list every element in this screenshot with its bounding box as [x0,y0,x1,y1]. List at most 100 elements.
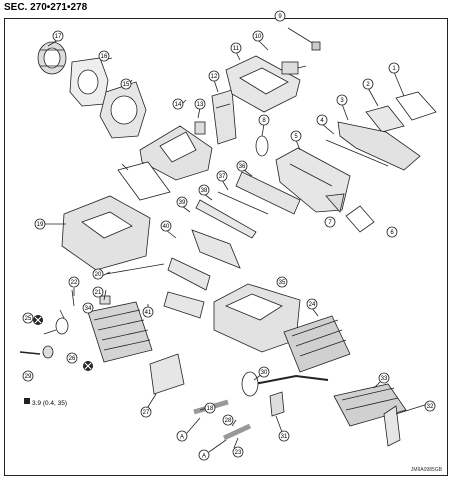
callout-circle [222,414,234,426]
callout-number: 2 [366,82,370,88]
callout-23: 23 [232,446,244,458]
callout-number: 37 [219,174,226,180]
callout-circle [336,94,348,106]
clamp-part [42,345,54,359]
callout-17: 17 [52,30,64,42]
callout-circle [378,372,390,384]
callout-number: 17 [55,34,62,40]
callout-circle [278,430,290,442]
heater-core-part [333,383,407,427]
callout-number: 27 [143,410,150,416]
callout-14: 14 [172,98,184,110]
callout-25: 25 [22,312,34,324]
callout-24: 24 [306,298,318,310]
callout-11: 11 [230,42,242,54]
callout-circle [316,114,328,126]
link-rod-part [105,263,165,275]
upper-housing-part [225,55,301,113]
callout-circle [236,160,248,172]
callout-circle [276,276,288,288]
callout-number: 19 [37,222,44,228]
connection-marker-a-2: A [198,439,227,461]
callout-number: 8 [262,118,266,124]
clamp-ring-part [55,317,69,335]
callout-number: 28 [225,418,232,424]
callout-circle [324,216,336,228]
callout-circle [258,366,270,378]
pipe-flange-part [241,371,259,397]
callout-circle [252,30,264,42]
callout-circle [274,10,286,22]
callout-number: 40 [163,224,170,230]
callout-22: 22 [68,276,80,288]
connection-mark-label: A [202,454,206,460]
callout-12: 12 [208,70,220,82]
image-code: JMIIA0985GB [410,467,442,473]
callout-32: 32 [424,400,436,412]
callout-circle [68,276,80,288]
callout-19: 19 [34,218,46,230]
callout-circle [98,50,110,62]
connector-part [99,295,111,305]
blower-case-upper-part [69,57,109,107]
do-not-reuse-icon [33,315,43,325]
callout-circle [388,62,400,74]
callout-number: 12 [211,74,218,80]
callout-number: 30 [261,370,268,376]
callout-circle [66,352,78,364]
callout-31: 31 [278,430,290,442]
callout-number: 31 [281,434,288,440]
callout-circle [194,98,206,110]
callout-2: 2 [362,78,374,90]
callout-circle [92,268,104,280]
callout-circle [230,42,242,54]
cable-part [217,191,269,215]
connection-marker-a-1: A [176,417,201,442]
blower-case-lower-part [99,81,147,139]
callout-number: 14 [175,102,182,108]
callout-number: 5 [294,134,298,140]
lower-door-part [163,291,205,319]
callout-36: 36 [236,160,248,172]
callout-circle [92,286,104,298]
callout-34: 34 [82,302,94,314]
callout-15: 15 [120,78,132,90]
callout-29: 29 [22,370,34,382]
link-part [325,193,345,213]
callout-number: 24 [309,302,316,308]
callout-37: 37 [216,170,228,182]
callout-circle [386,226,398,238]
callout-number: 34 [85,306,92,312]
callout-number: 22 [71,280,78,286]
callout-number: 18 [207,406,214,412]
left-heater-core-part [87,301,153,363]
callout-circle [306,298,318,310]
callout-30: 30 [258,366,270,378]
callout-5: 5 [290,130,302,142]
do-not-reuse-icon [83,361,93,371]
connection-mark-label: A [180,435,184,441]
callout-circle [176,196,188,208]
callout-39: 39 [176,196,188,208]
callout-40: 40 [160,220,172,232]
callout-circle [34,218,46,230]
pipe-part [243,374,329,387]
callout-number: 39 [179,200,186,206]
door-part [167,257,211,291]
foot-duct-part [149,353,185,395]
callout-number: 4 [320,118,324,124]
callout-4: 4 [316,114,328,126]
callout-circle [198,184,210,196]
callout-26: 26 [66,352,78,364]
filter-tray-part [117,161,171,201]
diagram-frame [4,18,448,476]
callout-circle [258,114,270,126]
callout-number: 21 [95,290,102,296]
seal-ring-part [345,205,375,233]
callout-number: 11 [233,46,240,52]
callout-number: 20 [95,272,102,278]
torque-icon [24,398,30,404]
callout-number: 6 [390,230,394,236]
callout-circle [22,312,34,324]
